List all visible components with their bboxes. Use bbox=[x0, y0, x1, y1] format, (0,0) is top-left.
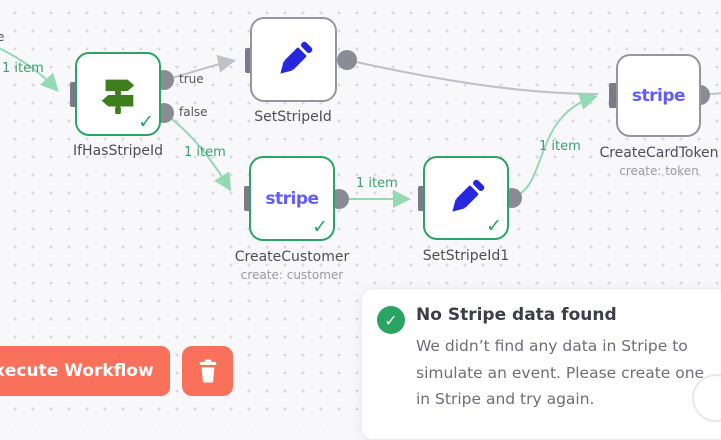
node-subtitle: create: token bbox=[619, 164, 699, 178]
success-check-icon: ✓ bbox=[138, 111, 154, 133]
edge-item-count: 1 item bbox=[356, 176, 398, 191]
edge-item-count: 1 item bbox=[539, 139, 581, 154]
pencil-icon bbox=[279, 41, 312, 74]
trash-icon bbox=[199, 359, 216, 383]
node-setstripeid1[interactable]: ✓ bbox=[423, 156, 509, 240]
delete-workflow-button[interactable] bbox=[182, 346, 233, 396]
output-label-false: false bbox=[179, 105, 208, 119]
stripe-logo: stripe bbox=[631, 85, 686, 106]
node-createcardtoken[interactable]: stripe bbox=[616, 54, 701, 137]
success-circle-icon: ✓ bbox=[377, 306, 405, 334]
pencil-icon bbox=[452, 179, 485, 212]
success-check-icon: ✓ bbox=[312, 216, 328, 238]
output-dot[interactable] bbox=[337, 50, 357, 70]
cutoff-edge-label: e bbox=[0, 30, 5, 44]
node-title: IfHasStripeId bbox=[73, 143, 163, 159]
node-title: CreateCustomer bbox=[234, 249, 350, 265]
edge-item-count: 1 item bbox=[2, 61, 44, 76]
node-subtitle: create: customer bbox=[240, 268, 344, 282]
node-ifhasstripeid[interactable]: ✓ bbox=[75, 52, 161, 136]
toast-title: No Stripe data found bbox=[416, 305, 617, 325]
node-title: SetStripeId1 bbox=[422, 248, 510, 264]
toast-notification[interactable]: ✓ No Stripe data found We didn’t find an… bbox=[361, 288, 721, 440]
output-label-true: true bbox=[179, 72, 204, 86]
success-check-icon: ✓ bbox=[486, 215, 502, 237]
stripe-logo: stripe bbox=[265, 188, 319, 209]
node-setstripeid[interactable] bbox=[250, 17, 337, 102]
signpost-icon bbox=[101, 79, 135, 115]
edge-item-count: 1 item bbox=[184, 145, 226, 160]
toast-message: We didn’t find any data in Stripe to sim… bbox=[416, 337, 705, 409]
node-title: CreateCardToken bbox=[599, 145, 719, 161]
execute-workflow-button[interactable]: Execute Workflow bbox=[0, 346, 170, 396]
check-glyph: ✓ bbox=[384, 310, 398, 330]
node-createcustomer[interactable]: stripe ✓ bbox=[249, 156, 335, 241]
node-title: SetStripeId bbox=[254, 109, 332, 125]
